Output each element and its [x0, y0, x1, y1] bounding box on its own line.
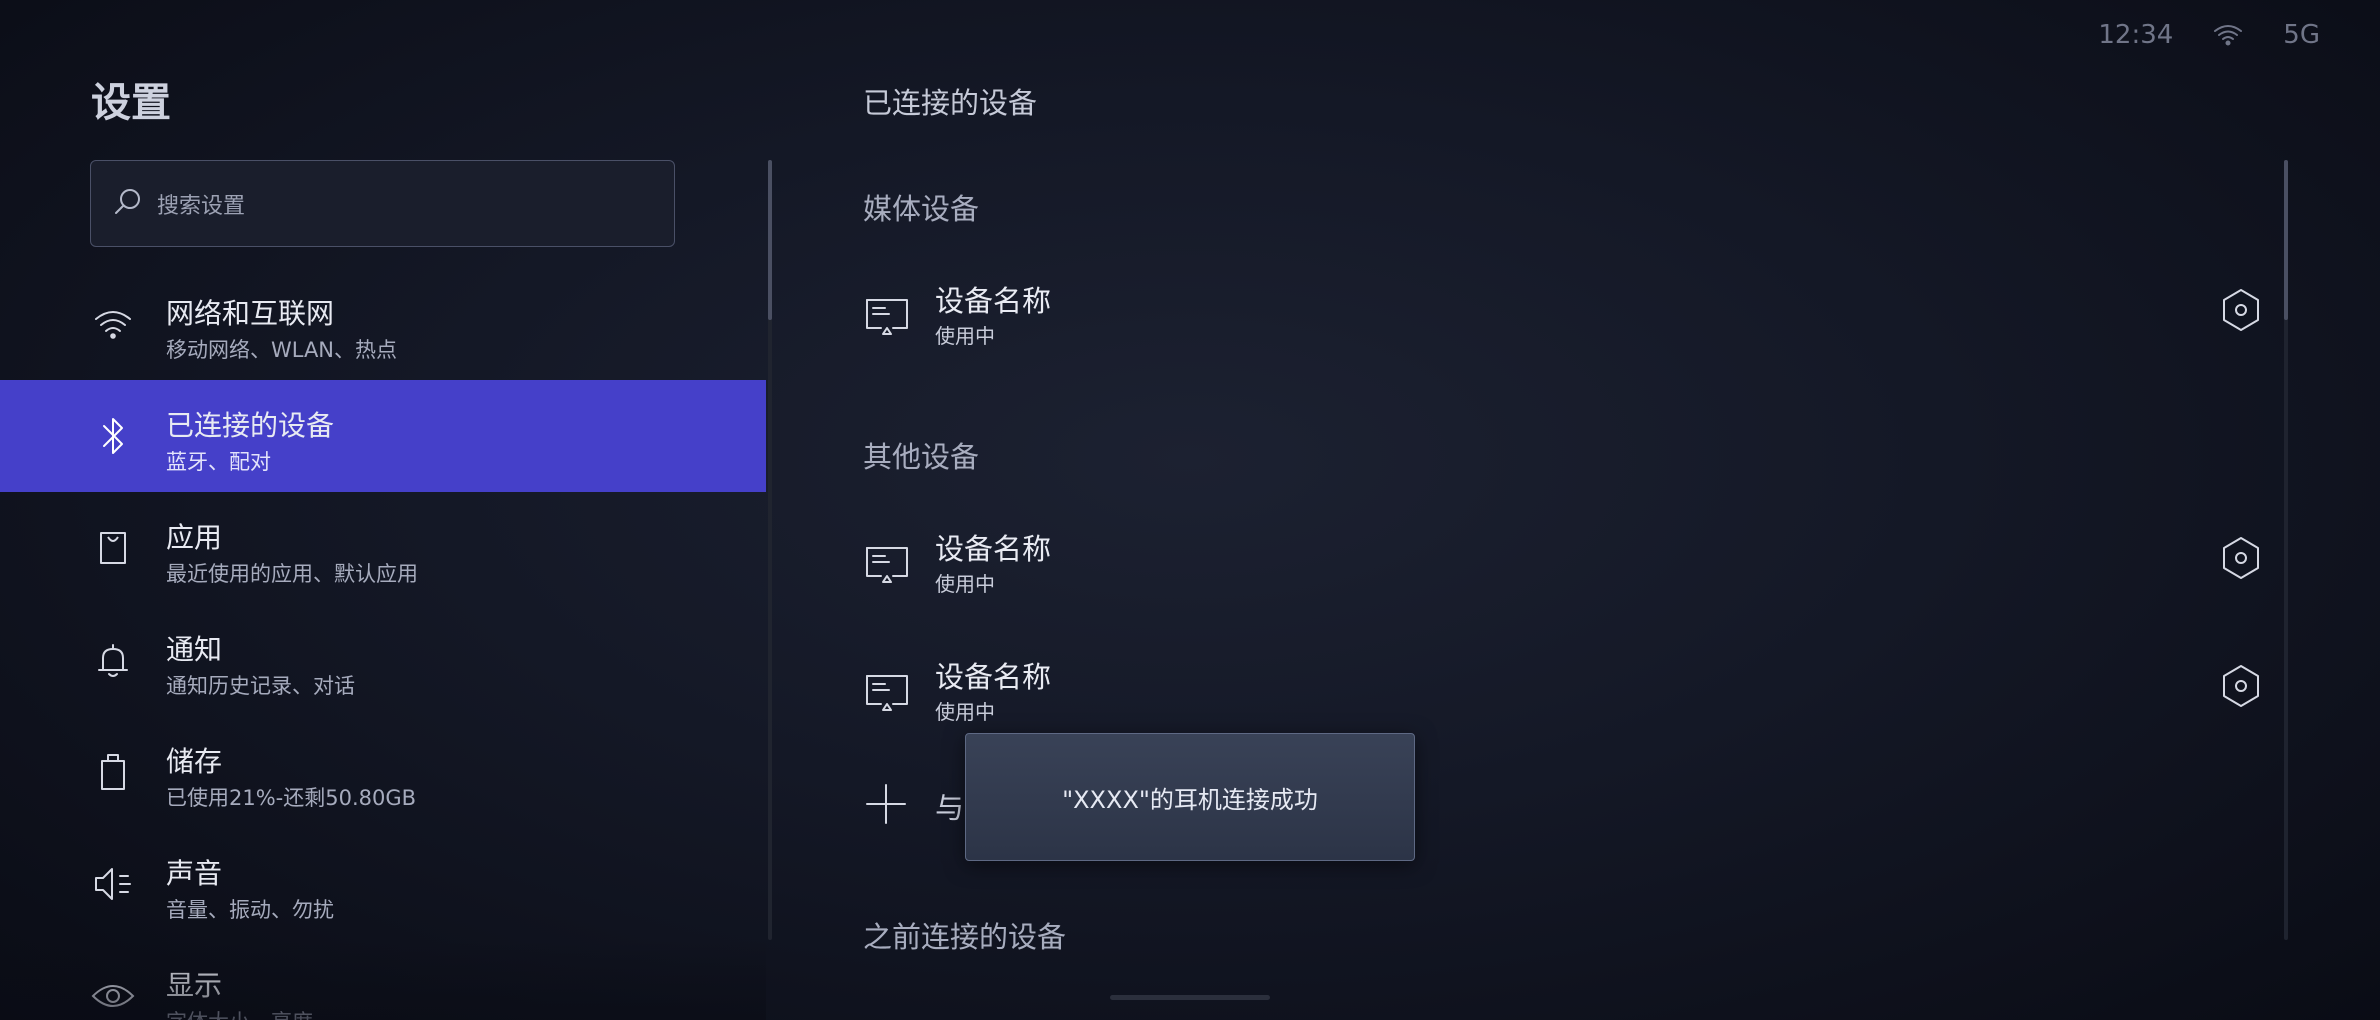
- device-row[interactable]: 设备名称 使用中: [863, 526, 2263, 606]
- home-indicator[interactable]: [1110, 995, 1270, 1000]
- menu-title: 已连接的设备: [166, 409, 335, 442]
- section-media-devices: 媒体设备: [863, 192, 980, 226]
- panel-scrollbar[interactable]: [2284, 160, 2288, 320]
- connection-toast: "XXXX"的耳机连接成功: [965, 733, 1415, 861]
- wifi-status-icon: [2213, 23, 2243, 47]
- panel-scroll-track: [2284, 160, 2288, 940]
- menu-item-connected-devices[interactable]: 已连接的设备 蓝牙、配对: [0, 380, 766, 492]
- settings-hex-icon[interactable]: [2219, 534, 2263, 582]
- menu-item-network[interactable]: 网络和互联网 移动网络、WLAN、热点: [0, 268, 766, 380]
- menu-subtitle: 字体大小、亮度: [166, 1006, 313, 1020]
- settings-nav: 设置 搜索设置 网络和互联网 移动网络、WLAN、热点: [0, 0, 766, 1020]
- menu-subtitle: 通知历史记录、对话: [166, 674, 355, 698]
- device-row[interactable]: 设备名称 使用中: [863, 654, 2263, 734]
- menu-title: 应用: [166, 521, 223, 554]
- cast-display-icon: [866, 299, 908, 335]
- menu-item-apps[interactable]: 应用 最近使用的应用、默认应用: [0, 492, 766, 604]
- menu-subtitle: 音量、振动、勿扰: [166, 898, 334, 922]
- menu-subtitle: 最近使用的应用、默认应用: [166, 562, 418, 586]
- storage-icon: [88, 747, 138, 797]
- speaker-icon: [88, 859, 138, 909]
- status-time: 12:34: [2098, 20, 2174, 50]
- device-row[interactable]: 设备名称 使用中: [863, 278, 2263, 358]
- network-type: 5G: [2283, 20, 2320, 50]
- menu-item-sound[interactable]: 声音 音量、振动、勿扰: [0, 828, 766, 940]
- plus-icon: [866, 784, 906, 824]
- bluetooth-icon: [88, 411, 138, 461]
- menu-subtitle: 蓝牙、配对: [166, 450, 271, 474]
- toast-message: "XXXX"的耳机连接成功: [1062, 785, 1318, 814]
- wifi-icon: [88, 299, 138, 349]
- menu-item-display[interactable]: 显示 字体大小、亮度: [0, 940, 766, 1020]
- menu-item-storage[interactable]: 储存 已使用21%-还剩50.80GB: [0, 716, 766, 828]
- menu-item-notifications[interactable]: 通知 通知历史记录、对话: [0, 604, 766, 716]
- device-name: 设备名称: [935, 532, 1052, 566]
- cast-display-icon: [866, 547, 908, 583]
- device-name: 设备名称: [935, 660, 1052, 694]
- page-title: 设置: [91, 80, 171, 126]
- eye-icon: [88, 971, 138, 1020]
- menu-subtitle: 已使用21%-还剩50.80GB: [166, 786, 417, 810]
- status-bar: 12:34 5G: [2098, 20, 2320, 50]
- bell-icon: [88, 635, 138, 685]
- settings-hex-icon[interactable]: [2219, 286, 2263, 334]
- menu-title: 声音: [166, 857, 223, 890]
- menu-title: 储存: [166, 745, 223, 778]
- nav-scroll-track: [768, 160, 772, 940]
- app-bag-icon: [88, 523, 138, 573]
- settings-hex-icon[interactable]: [2219, 662, 2263, 710]
- cast-display-icon: [866, 675, 908, 711]
- menu-title: 通知: [166, 633, 223, 666]
- connected-devices-panel: 已连接的设备 媒体设备 设备名称 使用中 其他设备 设备名称 使用中: [800, 0, 2380, 1020]
- panel-title: 已连接的设备: [863, 86, 1038, 120]
- menu-title: 网络和互联网: [166, 297, 335, 330]
- device-name: 设备名称: [935, 284, 1052, 318]
- search-placeholder: 搜索设置: [157, 193, 246, 219]
- search-icon: [113, 187, 143, 221]
- nav-scrollbar[interactable]: [768, 160, 772, 320]
- search-input[interactable]: 搜索设置: [90, 160, 675, 247]
- section-other-devices: 其他设备: [863, 440, 980, 474]
- menu-subtitle: 移动网络、WLAN、热点: [166, 338, 398, 362]
- menu-title: 显示: [166, 969, 223, 1002]
- device-status: 使用中: [935, 572, 995, 596]
- device-status: 使用中: [935, 700, 995, 724]
- device-status: 使用中: [935, 324, 995, 348]
- section-previous-devices[interactable]: 之前连接的设备: [863, 920, 1067, 954]
